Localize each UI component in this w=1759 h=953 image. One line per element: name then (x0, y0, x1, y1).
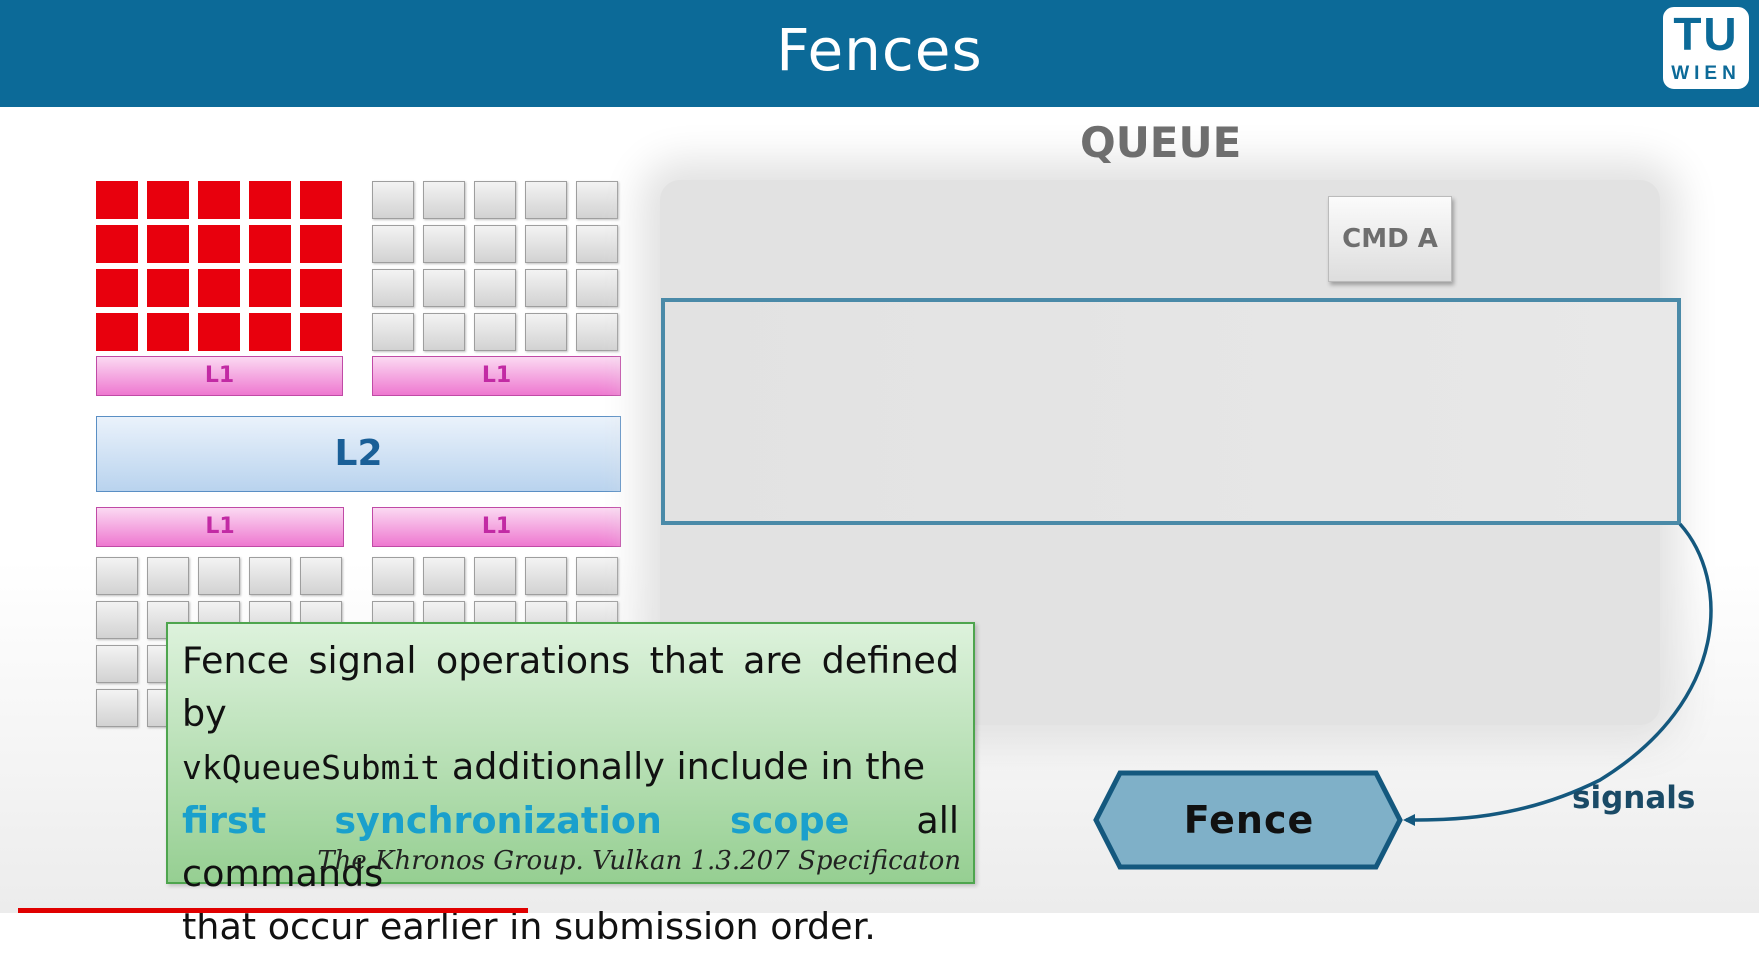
l1-cache: L1 (96, 507, 344, 547)
idle-core-cell (372, 181, 414, 219)
idle-core-cell (525, 225, 567, 263)
quote-line-1: Fence signal operations that are defined… (182, 639, 959, 735)
idle-core-cell (474, 269, 516, 307)
spec-quote-text: Fence signal operations that are defined… (182, 634, 959, 953)
idle-core-cell (96, 645, 138, 683)
quote-code: vkQueueSubmit (182, 748, 441, 787)
active-core-cell (147, 313, 189, 351)
idle-core-cell (96, 601, 138, 639)
idle-core-cell (576, 181, 618, 219)
l1-cache: L1 (372, 356, 621, 396)
video-progress-bar[interactable] (18, 908, 529, 913)
slide-header: Fences TU WIEN (0, 0, 1759, 107)
signals-label: signals (1572, 780, 1696, 816)
active-core-cell (198, 269, 240, 307)
quote-line-2: additionally include in the (440, 745, 926, 788)
active-core-cell (147, 269, 189, 307)
active-core-cell (96, 181, 138, 219)
idle-core-cell (474, 225, 516, 263)
idle-core-cell (576, 225, 618, 263)
l1-cache: L1 (372, 507, 621, 547)
active-core-cell (96, 313, 138, 351)
active-core-cell (147, 181, 189, 219)
idle-core-cell (423, 313, 465, 351)
idle-core-cell (372, 225, 414, 263)
quote-highlight: first synchronization scope (182, 799, 850, 842)
idle-core-cell (525, 181, 567, 219)
active-core-cell (249, 269, 291, 307)
idle-core-cell (96, 689, 138, 727)
active-core-cell (249, 313, 291, 351)
core-grid-top-right (372, 181, 618, 351)
active-core-cell (300, 225, 342, 263)
idle-core-cell (423, 181, 465, 219)
idle-core-cell (147, 557, 189, 595)
active-core-cell (249, 181, 291, 219)
idle-core-cell (423, 557, 465, 595)
idle-core-cell (576, 557, 618, 595)
slide-title: Fences (776, 16, 983, 84)
command-block: CMD A (1328, 196, 1452, 282)
tu-wien-logo: TU WIEN (1660, 4, 1752, 92)
idle-core-cell (372, 557, 414, 595)
logo-bottom-text: WIEN (1671, 63, 1741, 84)
idle-core-cell (372, 269, 414, 307)
idle-core-cell (96, 557, 138, 595)
active-core-cell (300, 269, 342, 307)
quote-source: The Khronos Group. Vulkan 1.3.207 Specif… (317, 846, 961, 876)
idle-core-cell (474, 313, 516, 351)
submission-batch-box (661, 298, 1681, 525)
idle-core-cell (423, 225, 465, 263)
active-core-cell (249, 225, 291, 263)
idle-core-cell (372, 313, 414, 351)
idle-core-cell (249, 557, 291, 595)
idle-core-cell (474, 557, 516, 595)
active-core-cell (198, 225, 240, 263)
idle-core-cell (525, 269, 567, 307)
idle-core-cell (525, 557, 567, 595)
l2-cache: L2 (96, 416, 621, 492)
idle-core-cell (300, 557, 342, 595)
fence-node: Fence (1183, 798, 1315, 842)
active-core-cell (198, 313, 240, 351)
idle-core-cell (423, 269, 465, 307)
idle-core-cell (525, 313, 567, 351)
idle-core-cell (576, 269, 618, 307)
idle-core-cell (576, 313, 618, 351)
idle-core-cell (198, 557, 240, 595)
idle-core-cell (474, 181, 516, 219)
active-core-cell (300, 313, 342, 351)
l1-cache: L1 (96, 356, 343, 396)
core-grid-top-left (96, 181, 342, 351)
queue-label: QUEUE (1080, 118, 1242, 167)
active-core-cell (96, 225, 138, 263)
active-core-cell (96, 269, 138, 307)
active-core-cell (198, 181, 240, 219)
quote-line-3: all commands (182, 799, 959, 895)
active-core-cell (300, 181, 342, 219)
logo-top-text: TU (1673, 8, 1739, 60)
active-core-cell (147, 225, 189, 263)
spec-quote-box: Fence signal operations that are defined… (166, 622, 975, 948)
